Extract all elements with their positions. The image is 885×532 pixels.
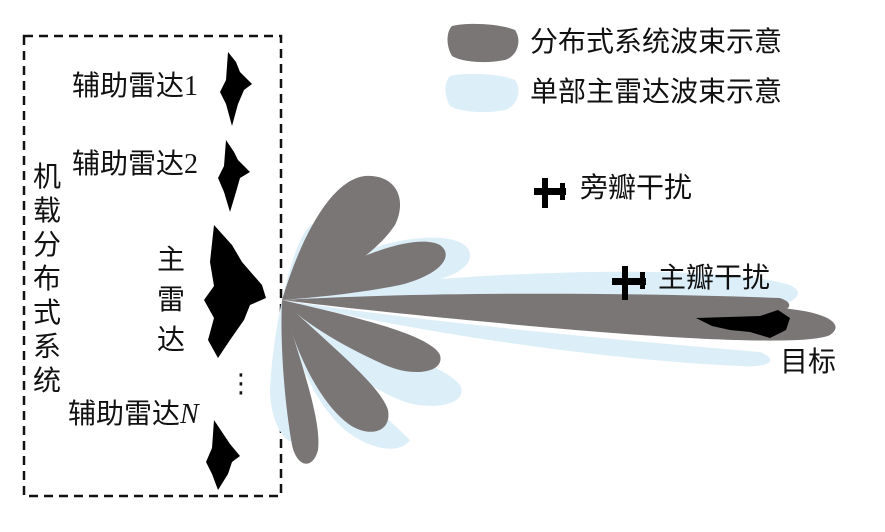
aux-radar-1-prefix: 辅助雷达 — [72, 69, 185, 102]
sidelobe-jammer-label: 旁瓣干扰 — [580, 171, 693, 204]
distributed-beam — [281, 175, 836, 464]
aux-radar-n-prefix: 辅助雷达 — [68, 397, 181, 430]
aux-radar-2-prefix: 辅助雷达 — [72, 147, 185, 180]
aux-radar-n-number: N — [180, 399, 199, 430]
aux-radar-n-label: 辅助雷达N — [68, 398, 199, 431]
mainlobe-jammer-icon — [612, 266, 646, 300]
aux-radar-1-number: 1 — [184, 71, 199, 102]
legend-single-swatch — [445, 73, 519, 113]
ellipsis-glyph: ⋮ — [228, 369, 254, 399]
distributed-system-box — [22, 34, 283, 498]
legend-single-label: 单部主雷达波束示意 — [530, 75, 783, 108]
distributed-system-title: 机载分布式系统 — [32, 160, 61, 397]
target-aircraft-icon — [696, 310, 790, 338]
aux-radar-2-number: 2 — [184, 149, 199, 180]
aux-radar-1-label: 辅助雷达1 — [72, 70, 198, 103]
target-label: 目标 — [780, 345, 837, 378]
aircraft-aux2-icon — [218, 140, 250, 212]
sidelobe-jammer-icon — [534, 178, 566, 208]
aircraft-auxN-icon — [206, 420, 240, 490]
aircraft-main-icon — [204, 225, 266, 358]
main-radar-label: 主雷达 — [156, 243, 185, 356]
aircraft-aux1-icon — [220, 52, 252, 126]
mainlobe-jammer-label: 主瓣干扰 — [658, 261, 771, 294]
aux-radar-2-label: 辅助雷达2 — [72, 148, 198, 181]
legend-distributed-label: 分布式系统波束示意 — [530, 25, 783, 58]
legend-distributed-swatch — [447, 23, 519, 63]
